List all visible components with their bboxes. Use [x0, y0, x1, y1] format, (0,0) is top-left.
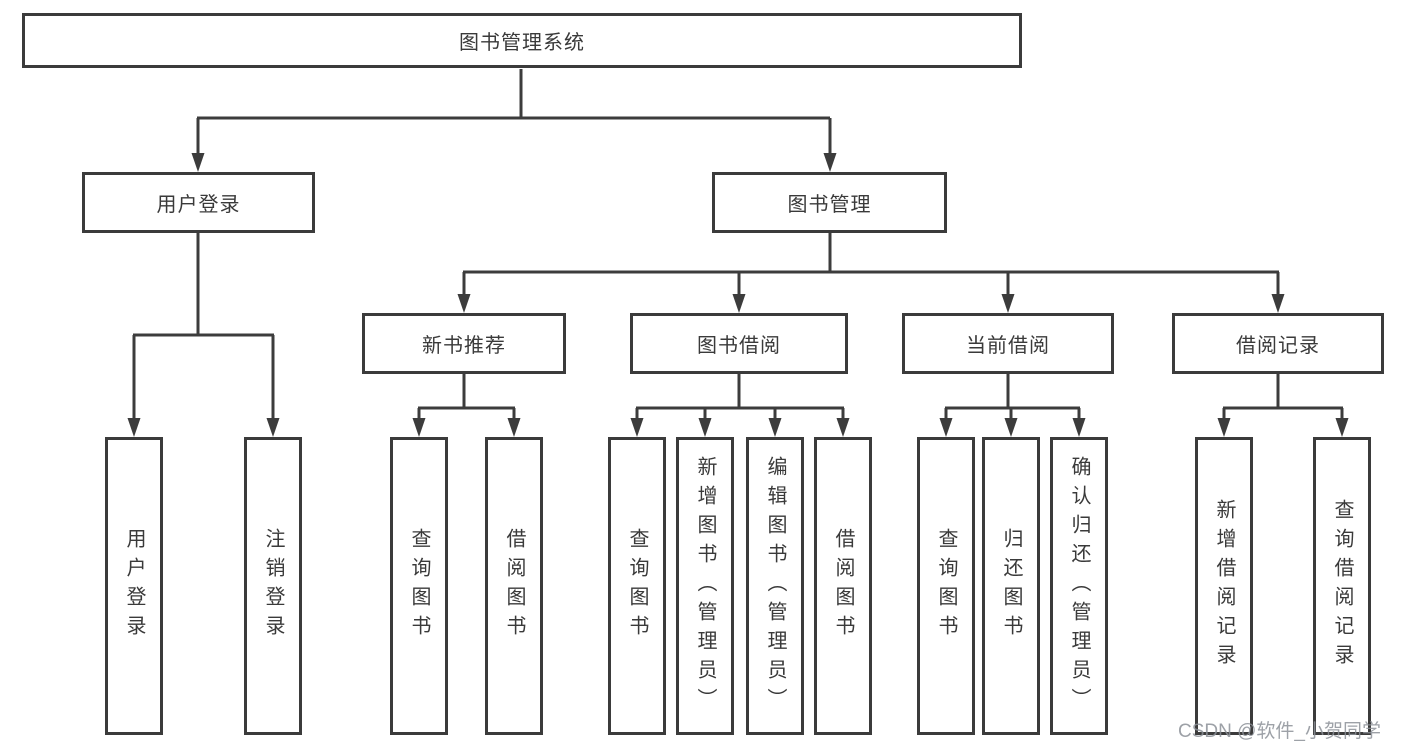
node-user-login-branch: 用户登录 — [82, 172, 315, 233]
leaf-user-login: 用户登录 — [105, 437, 163, 735]
node-label: 新书推荐 — [422, 335, 506, 357]
leaf-borrow-books-2: 借阅图书 — [814, 437, 872, 735]
node-label: 查询借阅记录 — [1331, 499, 1353, 673]
leaf-query-books-3: 查询图书 — [917, 437, 975, 735]
leaf-edit-books-admin: 编辑图书（管理员） — [746, 437, 804, 735]
node-current-borrowing: 当前借阅 — [902, 313, 1114, 374]
leaf-query-books-1: 查询图书 — [390, 437, 448, 735]
node-label: 借阅记录 — [1236, 335, 1320, 357]
leaf-add-borrow-record: 新增借阅记录 — [1195, 437, 1253, 735]
node-borrowing-records: 借阅记录 — [1172, 313, 1384, 374]
node-label: 新增借阅记录 — [1213, 499, 1235, 673]
node-label: 编辑图书（管理员） — [764, 455, 786, 717]
leaf-add-books-admin: 新增图书（管理员） — [676, 437, 734, 735]
leaf-query-books-2: 查询图书 — [608, 437, 666, 735]
leaf-logout: 注销登录 — [244, 437, 302, 735]
node-label: 借阅图书 — [832, 528, 854, 644]
node-label: 图书管理 — [787, 194, 872, 216]
node-label: 借阅图书 — [503, 528, 525, 644]
node-label: 归还图书 — [1000, 528, 1022, 644]
leaf-return-books: 归还图书 — [982, 437, 1040, 735]
csdn-watermark: CSDN @软件_小贺同学 — [1178, 721, 1381, 742]
node-label: 新增图书（管理员） — [694, 455, 716, 717]
node-label: 查询图书 — [626, 528, 648, 644]
node-label: 当前借阅 — [966, 335, 1050, 357]
node-label: 注销登录 — [262, 528, 284, 644]
node-library-management-system: 图书管理系统 — [22, 13, 1022, 68]
leaf-borrow-books-1: 借阅图书 — [485, 437, 543, 735]
node-book-borrowing: 图书借阅 — [630, 313, 848, 374]
node-label: 用户登录 — [123, 528, 145, 644]
node-label: 查询图书 — [408, 528, 430, 644]
leaf-query-borrow-record: 查询借阅记录 — [1313, 437, 1371, 735]
node-label: 查询图书 — [935, 528, 957, 644]
node-book-management-branch: 图书管理 — [712, 172, 947, 233]
node-label: 图书管理系统 — [459, 32, 585, 54]
node-label: 确认归还（管理员） — [1068, 455, 1090, 717]
node-label: 用户登录 — [156, 194, 241, 216]
leaf-confirm-return-admin: 确认归还（管理员） — [1050, 437, 1108, 735]
node-label: 图书借阅 — [697, 335, 781, 357]
node-new-book-recommendation: 新书推荐 — [362, 313, 566, 374]
